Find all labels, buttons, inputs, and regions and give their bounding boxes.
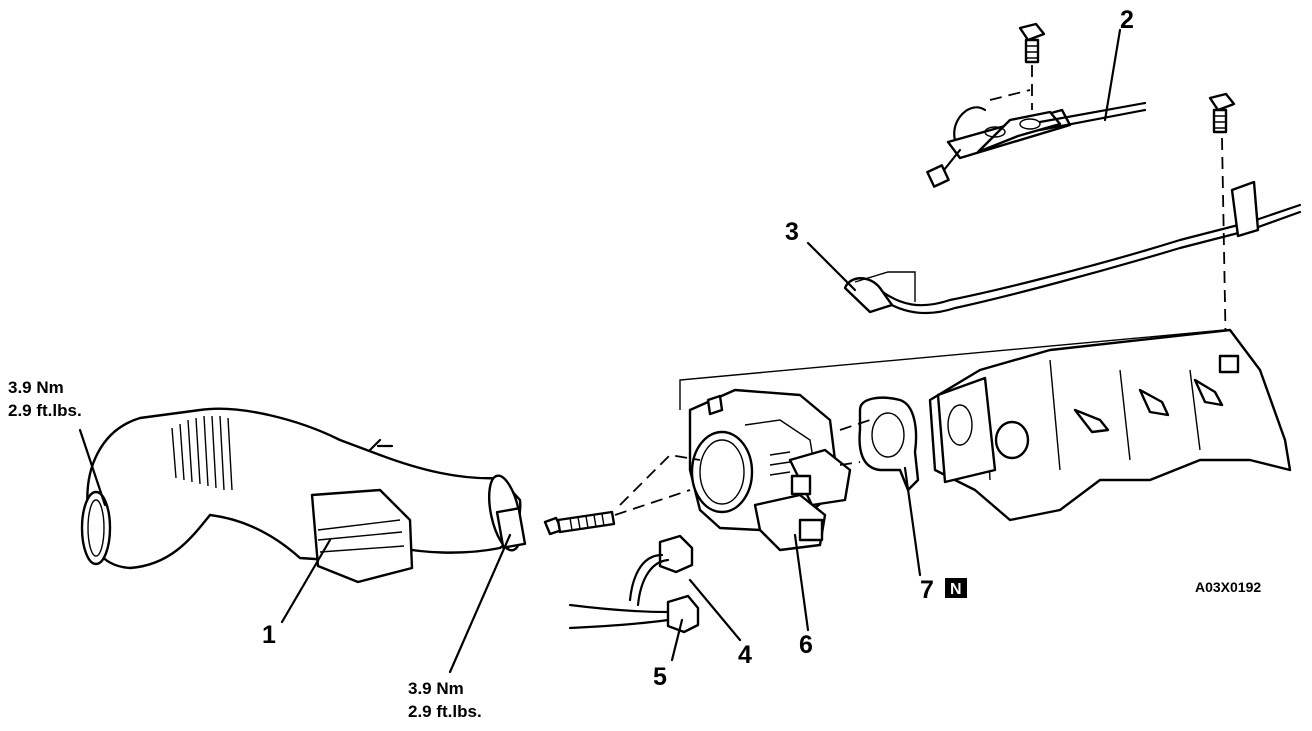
cable-bracket bbox=[926, 22, 1147, 188]
leader-lines bbox=[78, 28, 1122, 674]
torque-left-imperial: 2.9 ft.lbs. bbox=[8, 401, 82, 420]
replace-mark-box bbox=[945, 578, 967, 598]
torque-left-metric: 3.9 Nm bbox=[8, 378, 64, 397]
torque-bottom-metric: 3.9 Nm bbox=[408, 679, 464, 698]
callout-6: 6 bbox=[799, 631, 813, 659]
connector-4 bbox=[628, 534, 694, 607]
sensor-wire bbox=[843, 92, 1302, 361]
callout-7: 7 bbox=[920, 576, 934, 604]
air-intake-duct bbox=[80, 407, 527, 584]
throttle-body-bolt bbox=[543, 510, 616, 536]
gasket bbox=[858, 396, 920, 492]
callout-3: 3 bbox=[785, 218, 799, 246]
callout-2: 2 bbox=[1120, 6, 1134, 34]
callout-5: 5 bbox=[653, 663, 667, 691]
throttle-body bbox=[688, 388, 852, 552]
figure-code: A03X0192 bbox=[1195, 579, 1261, 595]
connector-5 bbox=[568, 594, 700, 634]
callout-4: 4 bbox=[738, 641, 752, 669]
replace-mark: N bbox=[950, 581, 962, 598]
assembly-lines bbox=[614, 329, 1226, 516]
intake-manifold bbox=[928, 328, 1292, 522]
callout-1: 1 bbox=[262, 621, 276, 649]
torque-bottom-imperial: 2.9 ft.lbs. bbox=[408, 702, 482, 721]
